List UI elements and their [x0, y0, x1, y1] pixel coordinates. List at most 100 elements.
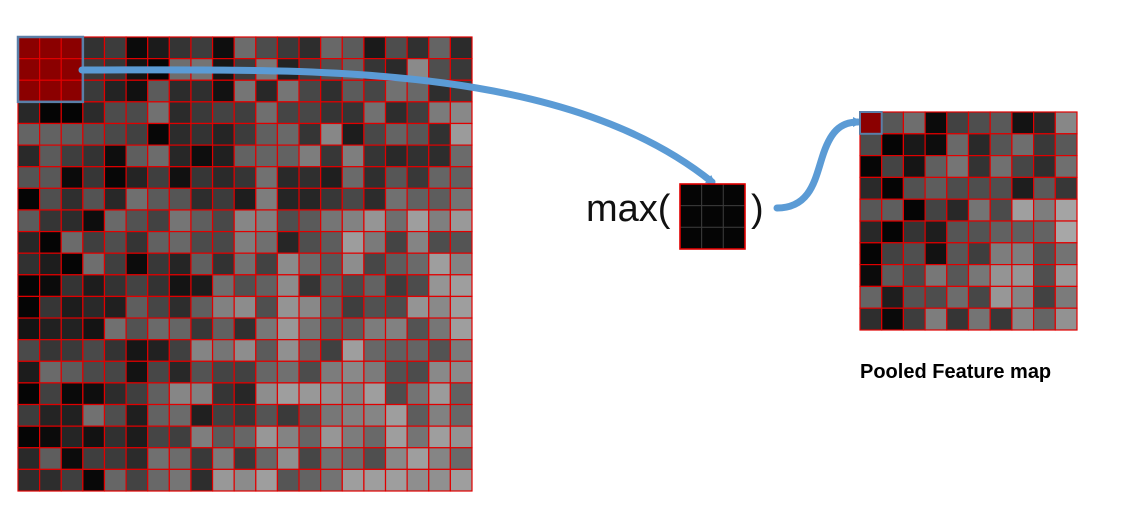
- input-cell: [60, 339, 84, 362]
- input-cell: [39, 403, 62, 427]
- input-cell: [449, 187, 473, 211]
- input-cell: [147, 468, 170, 492]
- input-cell: [190, 79, 214, 103]
- input-cell: [103, 209, 127, 233]
- input-cell: [233, 274, 257, 298]
- max-window-cell: [701, 183, 724, 207]
- input-cell: [449, 317, 473, 341]
- input-cell: [449, 252, 473, 276]
- input-cell: [125, 382, 149, 406]
- input-cell: [363, 36, 387, 60]
- input-cell: [406, 209, 430, 233]
- input-cell: [211, 230, 235, 254]
- pooled-cell: [902, 198, 926, 222]
- input-cell: [147, 166, 170, 189]
- input-cell: [363, 317, 387, 341]
- pooled-cell: [1054, 307, 1078, 331]
- input-cell: [320, 101, 343, 125]
- input-cell: [103, 122, 127, 146]
- input-cell: [190, 403, 214, 427]
- input-cell: [147, 252, 170, 276]
- input-cell: [341, 122, 365, 146]
- input-cell: [125, 79, 149, 103]
- input-cell: [39, 36, 62, 60]
- input-cell: [384, 230, 408, 254]
- input-cell: [147, 317, 170, 341]
- max-window-cell: [701, 226, 724, 250]
- pooled-cell: [967, 264, 991, 288]
- input-cell: [320, 36, 343, 60]
- input-cell: [211, 36, 235, 60]
- input-cell: [103, 79, 127, 103]
- input-cell: [39, 295, 62, 319]
- pooled-cell: [946, 220, 970, 244]
- input-cell: [125, 166, 149, 189]
- input-cell: [320, 187, 343, 211]
- input-cell: [125, 252, 149, 276]
- pooled-cell: [989, 176, 1013, 200]
- input-cell: [60, 209, 84, 233]
- input-cell: [147, 425, 170, 449]
- input-cell: [60, 317, 84, 341]
- input-cell: [168, 166, 192, 189]
- pooled-cell: [881, 242, 905, 266]
- pooled-cell: [1011, 198, 1035, 222]
- input-cell: [363, 187, 387, 211]
- input-feature-map: [17, 36, 473, 492]
- input-cell: [255, 295, 279, 319]
- input-cell: [449, 36, 473, 60]
- input-cell: [233, 209, 257, 233]
- input-cell: [363, 468, 387, 492]
- input-cell: [428, 122, 451, 146]
- input-cell: [255, 274, 279, 298]
- pooled-cell: [924, 220, 948, 244]
- input-cell: [125, 447, 149, 470]
- input-cell: [255, 403, 279, 427]
- pooled-cell: [946, 111, 970, 135]
- input-cell: [255, 187, 279, 211]
- input-cell: [103, 382, 127, 406]
- input-cell: [211, 209, 235, 233]
- input-cell: [39, 447, 62, 470]
- input-cell: [255, 447, 279, 470]
- input-cell: [276, 447, 300, 470]
- input-cell: [276, 295, 300, 319]
- input-cell: [39, 209, 62, 233]
- input-cell: [39, 230, 62, 254]
- pooled-cell: [1011, 285, 1035, 309]
- pooled-cell: [881, 155, 905, 179]
- input-cell: [125, 317, 149, 341]
- input-cell: [449, 295, 473, 319]
- input-cell: [341, 209, 365, 233]
- pooled-cell: [967, 220, 991, 244]
- input-cell: [125, 122, 149, 146]
- input-cell: [428, 36, 451, 60]
- input-cell: [428, 274, 451, 298]
- input-cell: [39, 58, 62, 81]
- input-cell: [39, 317, 62, 341]
- input-cell: [449, 382, 473, 406]
- input-cell: [276, 122, 300, 146]
- pooled-cell: [967, 307, 991, 331]
- input-cell: [384, 144, 408, 168]
- pooled-cell: [1011, 133, 1035, 157]
- input-cell: [406, 230, 430, 254]
- pooled-cell: [859, 176, 883, 200]
- input-cell: [190, 339, 214, 362]
- input-cell: [298, 101, 322, 125]
- input-cell: [320, 252, 343, 276]
- input-cell: [341, 317, 365, 341]
- input-cell: [276, 144, 300, 168]
- pooled-cell: [1032, 155, 1056, 179]
- input-cell: [103, 252, 127, 276]
- input-cell: [276, 468, 300, 492]
- input-cell: [276, 36, 300, 60]
- input-cell: [39, 166, 62, 189]
- input-cell: [384, 382, 408, 406]
- input-cell: [428, 468, 451, 492]
- input-cell: [168, 101, 192, 125]
- input-cell: [17, 79, 41, 103]
- pooled-cell: [1011, 220, 1035, 244]
- input-cell: [298, 144, 322, 168]
- pooled-cell: [989, 133, 1013, 157]
